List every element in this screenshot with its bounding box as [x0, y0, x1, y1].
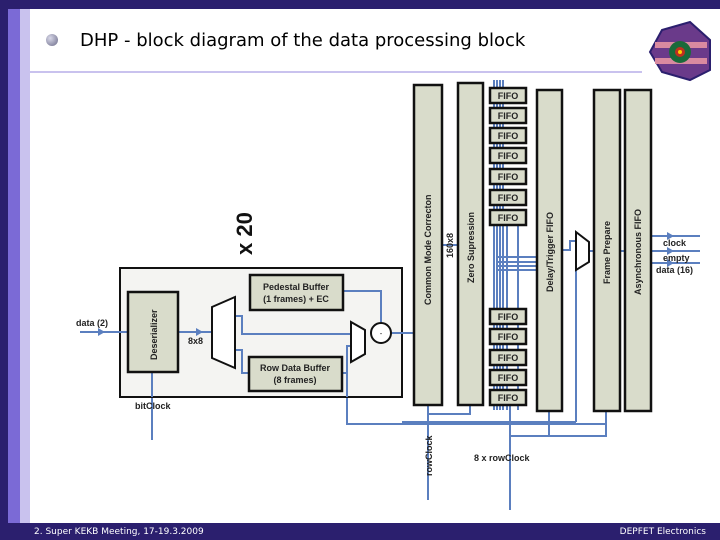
rowclock-label: rowClock — [424, 434, 434, 476]
common-mode-block: Common Mode Correcton — [412, 83, 444, 407]
mux — [350, 320, 366, 364]
fifo-block — [488, 368, 528, 387]
slide-title: DHP - block diagram of the data processi… — [80, 30, 526, 51]
fifo-block — [488, 86, 528, 105]
deserializer-label: Deserializer — [149, 309, 159, 360]
title-divider — [30, 71, 642, 73]
fifo-block — [488, 388, 528, 407]
delay-trigger-label: Delay/Trigger FIFO — [545, 212, 555, 292]
fifo-label: FIFO — [498, 91, 519, 101]
arrow-icon — [667, 232, 674, 240]
fifo-label: FIFO — [498, 353, 519, 363]
arrow-icon — [667, 259, 674, 267]
subtract-symbol: - — [380, 330, 383, 338]
pedestal-buffer-sublabel: (1 frames) + EC — [263, 294, 329, 304]
deserializer-block: Deserializer — [126, 290, 180, 374]
arrow-icon — [667, 247, 674, 255]
footer-org: DEPFET Electronics — [619, 527, 706, 537]
fifo-block — [488, 348, 528, 367]
fifo-block — [488, 208, 528, 227]
left-border — [0, 0, 8, 540]
fifo-block — [488, 327, 528, 346]
pedestal-buffer-label: Pedestal Buffer — [263, 282, 330, 292]
bitclock-label: bitClock — [135, 401, 171, 411]
output-clock-label: clock — [663, 238, 687, 248]
left-border-light — [20, 9, 30, 523]
depfet-logo — [648, 20, 711, 82]
fifo-block — [488, 188, 528, 207]
async-fifo-label: Asynchronous FIFO — [633, 209, 643, 295]
pedestal-buffer-block: Pedestal Buffer (1 frames) + EC — [248, 273, 345, 312]
demux — [211, 295, 236, 370]
fifo-label: FIFO — [498, 131, 519, 141]
row-data-buffer-label: Row Data Buffer — [260, 363, 331, 373]
channel-wires — [80, 290, 414, 397]
fifo-block — [488, 167, 528, 186]
data-input-label: data (2) — [76, 318, 108, 328]
footer-meeting: 2. Super KEKB Meeting, 17-19.3.2009 — [34, 527, 204, 537]
frame-prepare-block: Frame Prepare — [592, 88, 622, 413]
arrow-icon — [98, 328, 105, 336]
zero-suppression-block: Zero Supression — [456, 81, 485, 407]
row-data-buffer-sublabel: (8 frames) — [273, 375, 316, 385]
fifo-label: FIFO — [498, 111, 519, 121]
arrow-icon — [196, 328, 203, 336]
fifo-label: FIFO — [498, 193, 519, 203]
fifo-label: FIFO — [498, 332, 519, 342]
multiplier-label: x 20 — [232, 212, 257, 255]
bus-width-label: 8x8 — [188, 336, 203, 346]
fifo-label: FIFO — [498, 172, 519, 182]
footer-bar: 2. Super KEKB Meeting, 17-19.3.2009 DEPF… — [0, 523, 720, 540]
rowclock-8-label: 8 x rowClock — [474, 453, 531, 463]
fifo-block — [488, 126, 528, 145]
fifo-label: FIFO — [498, 151, 519, 161]
zero-suppression-label: Zero Supression — [466, 212, 476, 283]
bus-160-label: 160x8 — [445, 233, 455, 258]
top-bar — [0, 0, 720, 9]
delay-trigger-block: Delay/Trigger FIFO — [535, 88, 564, 413]
fifo-label: FIFO — [498, 312, 519, 322]
output-data-label: data (16) — [656, 265, 693, 275]
fifo-block — [488, 106, 528, 125]
fifo-label: FIFO — [498, 373, 519, 383]
row-data-buffer-block: Row Data Buffer (8 frames) — [247, 355, 344, 393]
fifo-label: FIFO — [498, 393, 519, 403]
frame-prepare-label: Frame Prepare — [602, 221, 612, 284]
fifo-label: FIFO — [498, 213, 519, 223]
subtractor — [370, 322, 392, 344]
bullet-icon — [46, 34, 58, 46]
async-fifo-block: Asynchronous FIFO — [623, 88, 653, 413]
output-empty-label: empty — [663, 253, 690, 263]
fifo-stack: FIFO FIFO FIFO FIFO FIFO FIFO FIFO FIFO FIFO FIFO… — [488, 86, 528, 407]
fifo-block — [488, 307, 528, 326]
common-mode-label: Common Mode Correcton — [423, 194, 433, 305]
output-mux — [575, 229, 590, 272]
left-border-accent — [8, 9, 20, 523]
fifo-block — [488, 146, 528, 165]
